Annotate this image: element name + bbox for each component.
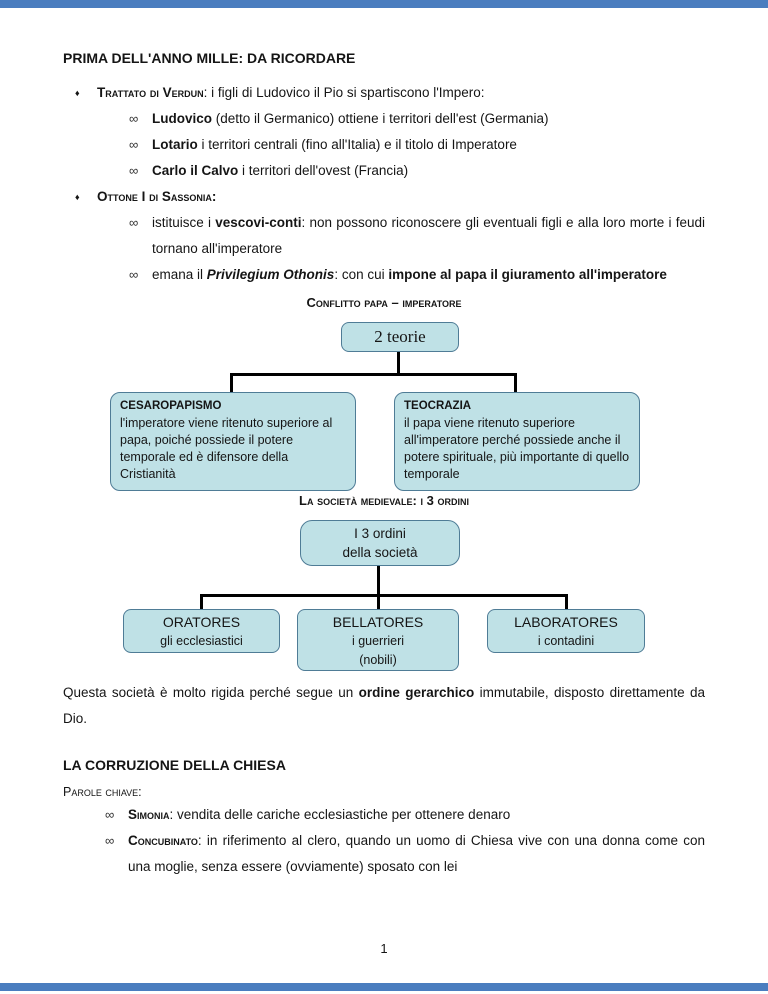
text-run: Ottone I di Sassonia: bbox=[97, 189, 217, 204]
teocrazia-box: TEOCRAZIA il papa viene ritenuto superio… bbox=[394, 392, 640, 491]
cesaropapismo-box: CESAROPAPISMO l'imperatore viene ritenut… bbox=[110, 392, 356, 491]
three-orders-root-box: I 3 ordini della società bbox=[300, 520, 460, 566]
text-run: impone al papa il giuramento all'imperat… bbox=[388, 267, 667, 282]
page-number: 1 bbox=[380, 941, 388, 956]
list-item-concubinato: ∞ Concubinato: in riferimento al clero, … bbox=[63, 828, 705, 880]
connector-line bbox=[514, 373, 517, 392]
list-item-verdun: ♦ Trattato di Verdun: i figli di Ludovic… bbox=[63, 80, 705, 106]
infinity-bullet-icon: ∞ bbox=[129, 111, 139, 126]
list-item-text: Lotario i territori centrali (fino all'I… bbox=[152, 132, 705, 158]
diamond-bullet-icon: ♦ bbox=[75, 192, 80, 202]
box-title: ORATORES bbox=[162, 614, 241, 630]
infinity-bullet-icon: ∞ bbox=[105, 833, 115, 848]
connector-line bbox=[200, 594, 568, 597]
list-item-lotario: ∞ Lotario i territori centrali (fino all… bbox=[63, 132, 705, 158]
keywords-label: Parole chiave: bbox=[63, 785, 142, 799]
text-run: istituisce i bbox=[152, 215, 216, 230]
connector-line bbox=[200, 594, 203, 609]
laboratores-box: LABORATORES i contadini bbox=[487, 609, 645, 653]
theories-root-box: 2 teorie bbox=[341, 322, 459, 352]
infinity-bullet-icon: ∞ bbox=[129, 267, 139, 282]
text-run: Lotario bbox=[152, 137, 198, 152]
list-item-text: Concubinato: in riferimento al clero, qu… bbox=[128, 828, 705, 880]
text-run: Concubinato bbox=[128, 833, 198, 848]
document-page: PRIMA DELL'ANNO MILLE: DA RICORDARE ♦ Tr… bbox=[0, 50, 768, 880]
box-line: (nobili) bbox=[359, 653, 397, 667]
text-run: immutabile, disposto direttamente da Dio… bbox=[63, 685, 705, 726]
oratores-box: ORATORES gli ecclesiastici bbox=[123, 609, 280, 653]
box-line: I 3 ordini bbox=[354, 526, 406, 541]
box-line: gli ecclesiastici bbox=[160, 634, 243, 648]
text-run: emana il bbox=[152, 267, 207, 282]
text-run: (detto il Germanico) ottiene i territori… bbox=[212, 111, 549, 126]
box-line: i guerrieri bbox=[351, 634, 405, 648]
box-title: TEOCRAZIA bbox=[404, 400, 472, 412]
list-item-ottone: ♦ Ottone I di Sassonia: bbox=[63, 184, 705, 210]
text-run: Ludovico bbox=[152, 111, 212, 126]
list-item-carlo: ∞ Carlo il Calvo i territori dell'ovest … bbox=[63, 158, 705, 184]
list-item-text: emana il Privilegium Othonis: con cui im… bbox=[152, 262, 705, 288]
society-diagram-heading: La società medievale: i 3 ordini bbox=[299, 493, 469, 508]
list-item-privilegium: ∞ emana il Privilegium Othonis: con cui … bbox=[63, 262, 705, 288]
connector-line bbox=[230, 373, 233, 392]
text-run: Carlo il Calvo bbox=[152, 163, 239, 178]
conflict-diagram-heading: Conflitto papa – imperatore bbox=[306, 295, 462, 310]
text-run: : in riferimento al clero, quando un uom… bbox=[128, 833, 705, 874]
box-line: della società bbox=[342, 545, 418, 560]
list-item-vescovi-conti: ∞ istituisce i vescovi-conti: non posson… bbox=[63, 210, 705, 262]
box-title: CESAROPAPISMO bbox=[120, 400, 222, 412]
society-diagram: I 3 ordini della società ORATORES gli ec… bbox=[0, 520, 768, 672]
list-item-text: Ottone I di Sassonia: bbox=[97, 184, 705, 210]
list-item-text: istituisce i vescovi-conti: non possono … bbox=[152, 210, 705, 262]
box-line: i contadini bbox=[537, 634, 595, 648]
list-item-text: Simonia: vendita delle cariche ecclesias… bbox=[128, 802, 705, 828]
list-item-simonia: ∞ Simonia: vendita delle cariche ecclesi… bbox=[63, 802, 705, 828]
infinity-bullet-icon: ∞ bbox=[105, 807, 115, 822]
conflict-diagram: 2 teorie CESAROPAPISMO l'imperatore vien… bbox=[0, 322, 768, 491]
text-run: : i figli di Ludovico il Pio si spartisc… bbox=[203, 85, 485, 100]
section-title: PRIMA DELL'ANNO MILLE: DA RICORDARE bbox=[63, 50, 356, 66]
text-run: ordine gerarchico bbox=[358, 685, 475, 700]
text-run: Simonia bbox=[128, 807, 170, 822]
list-item-text: Trattato di Verdun: i figli di Ludovico … bbox=[97, 80, 705, 106]
text-run: i territori centrali (fino all'Italia) e… bbox=[197, 137, 517, 152]
society-paragraph: Questa società è molto rigida perché seg… bbox=[63, 680, 705, 732]
connector-line bbox=[230, 373, 517, 376]
text-run: : non possono riconoscere gli eventuali … bbox=[152, 215, 705, 256]
bellatores-box: BELLATORES i guerrieri (nobili) bbox=[297, 609, 459, 671]
list-item-text: Ludovico (detto il Germanico) ottiene i … bbox=[152, 106, 705, 132]
text-run: Questa società è molto rigida perché seg… bbox=[63, 685, 359, 700]
text-run: Privilegium Othonis bbox=[206, 267, 335, 282]
box-title: LABORATORES bbox=[514, 614, 618, 630]
connector-line bbox=[565, 594, 568, 609]
text-run: Trattato di Verdun bbox=[97, 85, 204, 100]
list-item-ludovico: ∞ Ludovico (detto il Germanico) ottiene … bbox=[63, 106, 705, 132]
box-body: l'imperatore viene ritenuto superiore al… bbox=[120, 416, 333, 481]
box-title: BELLATORES bbox=[332, 614, 424, 630]
text-run: i territori dell'ovest (Francia) bbox=[238, 163, 409, 178]
infinity-bullet-icon: ∞ bbox=[129, 215, 139, 230]
text-run: vescovi-conti bbox=[215, 215, 302, 230]
infinity-bullet-icon: ∞ bbox=[129, 137, 139, 152]
section-title-corruption: LA CORRUZIONE DELLA CHIESA bbox=[63, 757, 286, 773]
list-item-text: Carlo il Calvo i territori dell'ovest (F… bbox=[152, 158, 705, 184]
text-run: : vendita delle cariche ecclesiastiche p… bbox=[169, 807, 511, 822]
connector-line bbox=[397, 352, 400, 373]
top-border-bar bbox=[0, 0, 768, 8]
text-run: : con cui bbox=[334, 267, 389, 282]
box-body: il papa viene ritenuto superiore all'imp… bbox=[404, 416, 630, 481]
connector-line bbox=[377, 566, 380, 609]
diamond-bullet-icon: ♦ bbox=[75, 88, 80, 98]
infinity-bullet-icon: ∞ bbox=[129, 163, 139, 178]
bottom-border-bar bbox=[0, 983, 768, 991]
